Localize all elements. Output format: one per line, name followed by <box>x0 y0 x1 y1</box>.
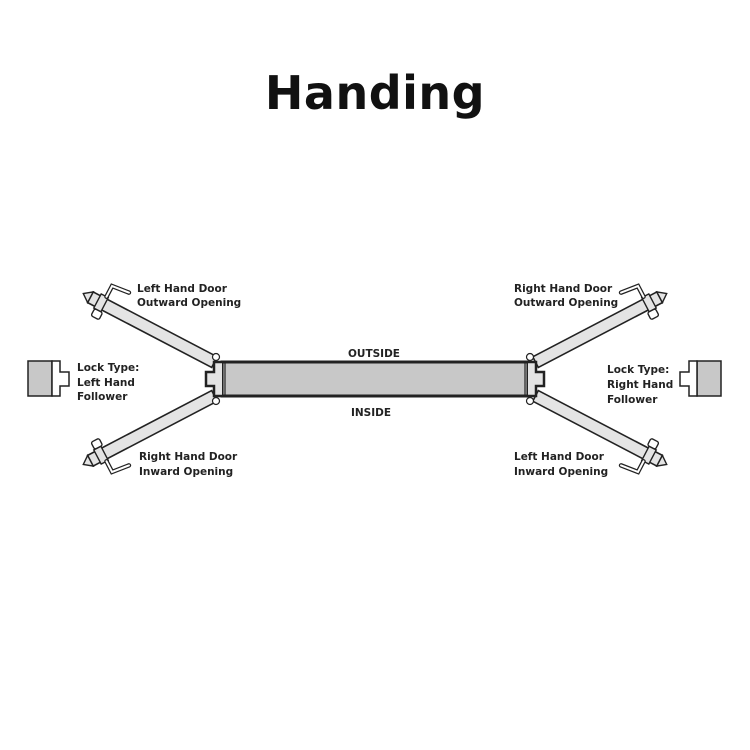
page-title: Handing <box>264 66 486 120</box>
hinge <box>211 352 221 362</box>
hinge <box>525 352 535 362</box>
hinge <box>525 396 535 406</box>
svg-text:Lock Type:: Lock Type: <box>77 362 139 374</box>
svg-text:Lock Type:: Lock Type: <box>607 364 669 376</box>
svg-text:Right Hand Door: Right Hand Door <box>514 283 613 295</box>
svg-text:Left Hand: Left Hand <box>77 377 135 389</box>
label-left-inward: Left Hand Door Inward Opening <box>514 451 608 478</box>
svg-text:Inward Opening: Inward Opening <box>514 466 608 478</box>
inside-label: INSIDE <box>351 407 391 419</box>
hinge <box>211 396 221 406</box>
label-lock-right: Lock Type: Right Hand Follower <box>607 364 673 406</box>
svg-text:Right Hand: Right Hand <box>607 379 673 391</box>
label-left-outward: Left Hand Door Outward Opening <box>137 283 241 309</box>
svg-text:Outward Opening: Outward Opening <box>137 297 241 309</box>
svg-text:Follower: Follower <box>77 391 128 403</box>
label-right-outward: Right Hand Door Outward Opening <box>514 283 618 309</box>
outside-label: OUTSIDE <box>348 348 400 360</box>
label-right-inward: Right Hand Door Inward Opening <box>139 451 238 478</box>
svg-text:Left Hand Door: Left Hand Door <box>137 283 228 295</box>
svg-text:Left Hand Door: Left Hand Door <box>514 451 605 463</box>
left-jamb <box>204 360 222 398</box>
right-jamb <box>528 360 546 398</box>
svg-text:Outward Opening: Outward Opening <box>514 297 618 309</box>
label-lock-left: Lock Type: Left Hand Follower <box>77 362 139 403</box>
svg-text:Inward Opening: Inward Opening <box>139 466 233 478</box>
svg-text:Right Hand Door: Right Hand Door <box>139 451 238 463</box>
lock-right-icon <box>679 360 722 397</box>
svg-text:Follower: Follower <box>607 394 658 406</box>
wall <box>220 360 530 398</box>
lock-left-icon <box>27 360 70 397</box>
